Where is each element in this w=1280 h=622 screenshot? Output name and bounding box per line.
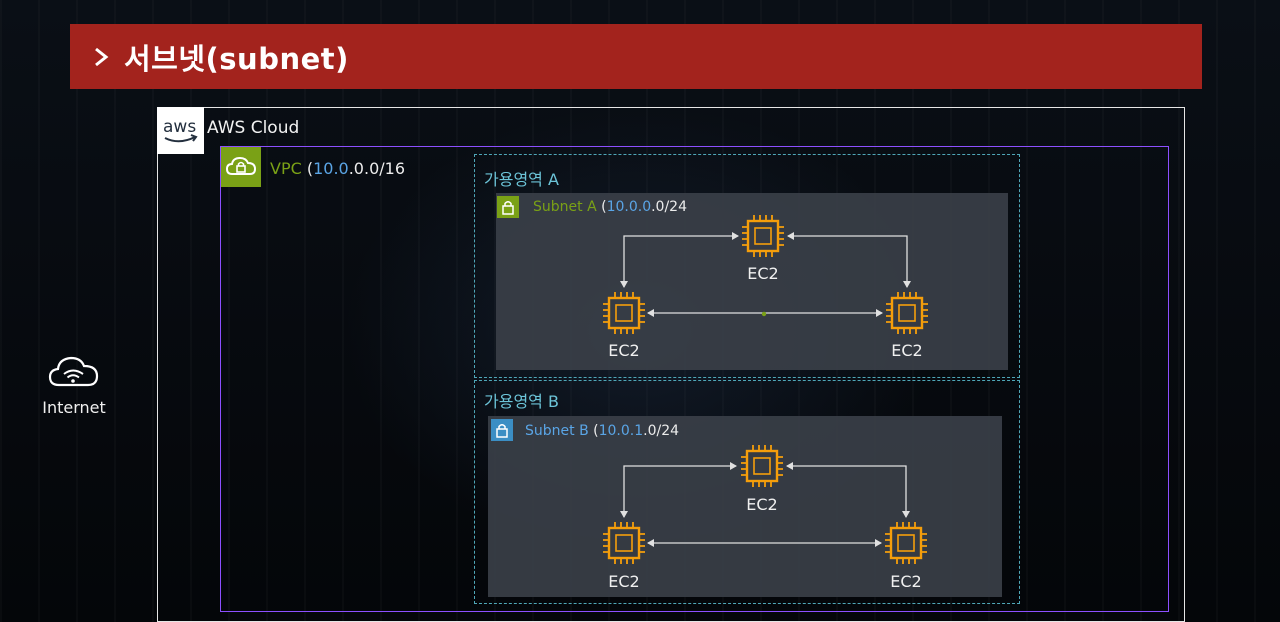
- cloud-wifi-icon: [48, 356, 99, 387]
- availability-zone-b: [474, 380, 1020, 604]
- subnet-b-cidr-prefix: 10.0.1: [598, 423, 644, 439]
- vpc-cidr-prefix: 10.0: [313, 159, 349, 178]
- subnet-b-name: Subnet B: [525, 423, 589, 439]
- vpc-boundary: [220, 146, 1169, 612]
- lock-icon: [497, 196, 519, 218]
- subnet-a-cidr-suffix: .0/24: [651, 199, 687, 215]
- vpc-label: VPC (10.0.0.0/16: [270, 159, 405, 178]
- chip-icon: [601, 290, 647, 336]
- aws-cloud-label: AWS Cloud: [207, 118, 300, 138]
- ec2-label: EC2: [890, 572, 922, 591]
- availability-zone-b-label: 가용영역 B: [484, 392, 559, 411]
- cloud-lock-icon: [221, 147, 261, 187]
- internet-label: Internet: [42, 398, 106, 417]
- subnet-b-label: Subnet B (10.0.1.0/24: [525, 423, 680, 439]
- chip-icon: [739, 443, 785, 489]
- availability-zone-a-label: 가용영역 A: [484, 170, 559, 189]
- subnet-b-cidr-suffix: .0/24: [643, 423, 680, 439]
- aws-logo: aws: [157, 107, 204, 154]
- lock-icon: [491, 419, 513, 441]
- subnet-a-connections: [620, 232, 911, 317]
- ec2-label: EC2: [608, 572, 640, 591]
- availability-zone-a: [474, 154, 1020, 378]
- ec2-label: EC2: [891, 341, 923, 360]
- subnet-b-area: [488, 416, 1002, 597]
- vpc-name: VPC: [270, 159, 302, 178]
- subnet-b-connections: [620, 462, 910, 547]
- ec2-label: EC2: [747, 264, 779, 283]
- chip-icon: [883, 520, 929, 566]
- chip-icon: [740, 213, 786, 259]
- page-title: 서브넷(subnet): [124, 41, 349, 76]
- svg-text:aws: aws: [163, 117, 196, 137]
- vpc-cidr-suffix: .0.0/16: [348, 159, 405, 178]
- chip-icon: [884, 290, 930, 336]
- subnet-a-name: Subnet A: [533, 199, 597, 215]
- ec2-label: EC2: [608, 341, 640, 360]
- ec2-label: EC2: [746, 495, 778, 514]
- title-bar: 서브넷(subnet): [70, 24, 1202, 89]
- chip-icon: [601, 520, 647, 566]
- vpc-paren-open: (: [301, 159, 314, 178]
- subnet-a-area: [496, 193, 1008, 370]
- subnet-a-cidr-prefix: 10.0.0: [606, 199, 652, 215]
- chevron-right-icon: [95, 47, 109, 66]
- subnet-a-label: Subnet A (10.0.0.0/24: [533, 199, 687, 215]
